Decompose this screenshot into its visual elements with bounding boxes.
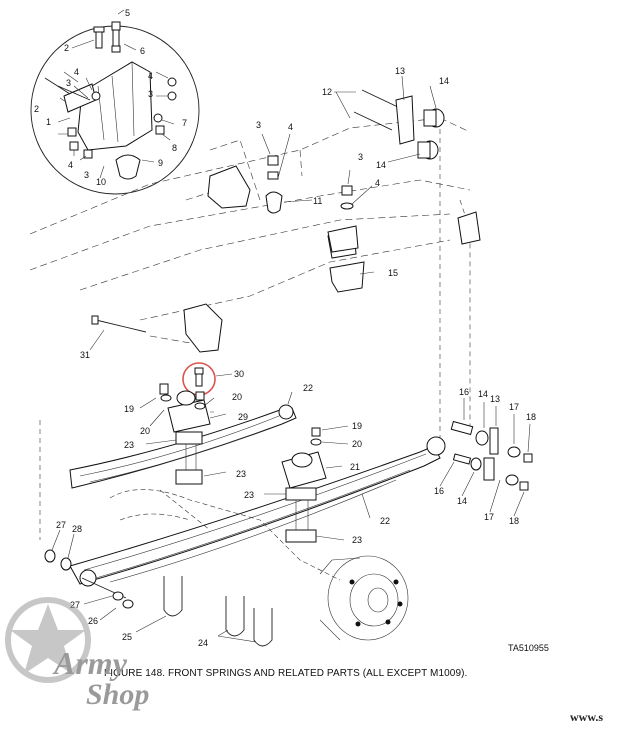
callout-29: 29 <box>238 412 248 422</box>
callout-27-top: 27 <box>56 520 66 530</box>
callout-24: 24 <box>198 638 208 648</box>
callout-14-bottom: 14 <box>457 496 467 506</box>
callout-3-frame-left: 3 <box>256 120 261 130</box>
callout-8: 8 <box>172 143 177 153</box>
callout-4-inset-right: 4 <box>148 71 153 81</box>
right-spring-assembly: 19 20 21 23 23 22 <box>69 421 446 587</box>
callout-31: 31 <box>80 350 90 360</box>
bolt-31: 31 <box>80 315 147 360</box>
callout-21: 21 <box>350 462 360 472</box>
callout-22-top: 22 <box>303 383 313 393</box>
callout-30: 30 <box>234 369 244 379</box>
callout-20-top: 20 <box>232 392 242 402</box>
callout-3-frame-right: 3 <box>358 152 363 162</box>
callout-3-inset-right: 3 <box>148 89 153 99</box>
callout-17-top: 17 <box>509 402 519 412</box>
eye-bolt-parts: 27 28 27 26 <box>44 520 134 626</box>
callout-5: 5 <box>125 8 130 18</box>
callout-13-top: 13 <box>395 66 405 76</box>
detail-inset: 2 5 6 4 3 7 8 9 10 4 3 2 1 4 3 <box>30 8 200 195</box>
callout-4-inset-bottom: 4 <box>68 160 73 170</box>
callout-14-lower: 14 <box>478 389 488 399</box>
callout-26: 26 <box>88 616 98 626</box>
callout-19-left: 19 <box>124 404 134 414</box>
callout-20-right: 20 <box>352 439 362 449</box>
callout-7: 7 <box>182 118 187 128</box>
figure-caption: FIGURE 148. FRONT SPRINGS AND RELATED PA… <box>104 668 468 679</box>
callout-16-top: 16 <box>459 387 469 397</box>
watermark-brand-bottom: Shop <box>86 678 150 711</box>
callout-3-inset-top: 3 <box>66 78 71 88</box>
callout-19-right: 19 <box>352 421 362 431</box>
callout-9: 9 <box>158 158 163 168</box>
callout-14-top: 14 <box>439 76 449 86</box>
callout-27-bottom: 27 <box>70 600 80 610</box>
callout-2-top: 2 <box>64 43 69 53</box>
callout-6: 6 <box>140 46 145 56</box>
watermark-brand-top: Army <box>54 645 127 681</box>
shackle-lower: 16 14 13 17 18 16 14 17 18 <box>434 387 536 526</box>
callout-18-top: 18 <box>526 412 536 422</box>
callout-17-bottom: 17 <box>484 512 494 522</box>
callout-2-left: 2 <box>34 104 39 114</box>
callout-18-bottom: 18 <box>509 516 519 526</box>
axle-hub <box>109 489 409 641</box>
callout-13-lower: 13 <box>490 394 500 404</box>
callout-28: 28 <box>72 524 82 534</box>
u-bolts: 25 24 <box>122 576 273 648</box>
callout-4-frame-left: 4 <box>288 122 293 132</box>
highlight-bolt-30: 30 <box>182 362 244 396</box>
callout-3-inset-bottom: 3 <box>84 170 89 180</box>
shackle-upper: 12 13 14 14 3 4 15 11 3 4 <box>256 66 449 293</box>
callout-15: 15 <box>388 268 398 278</box>
frame-rail <box>29 117 481 540</box>
callout-23-left-upper: 23 <box>124 440 134 450</box>
callout-22-bottom: 22 <box>380 516 390 526</box>
figure-code: TA510955 <box>508 643 549 653</box>
callout-12: 12 <box>322 87 332 97</box>
watermark-url[interactable]: www.s <box>570 710 604 724</box>
callout-14-mid: 14 <box>376 160 386 170</box>
callout-16-bottom: 16 <box>434 486 444 496</box>
callout-20-left: 20 <box>140 426 150 436</box>
callout-4-frame-right: 4 <box>375 178 380 188</box>
callout-4-inset-top: 4 <box>74 67 79 77</box>
callout-1: 1 <box>46 117 51 127</box>
callout-10: 10 <box>96 177 106 187</box>
watermark-star <box>5 597 91 683</box>
callout-11: 11 <box>313 196 322 206</box>
callout-25: 25 <box>122 632 132 642</box>
callout-23-left-lower: 23 <box>236 469 246 479</box>
left-spring-assembly: 19 20 20 29 22 23 23 <box>69 383 313 489</box>
callout-23-right-lower: 23 <box>352 535 362 545</box>
callout-23-right-upper: 23 <box>244 490 254 500</box>
